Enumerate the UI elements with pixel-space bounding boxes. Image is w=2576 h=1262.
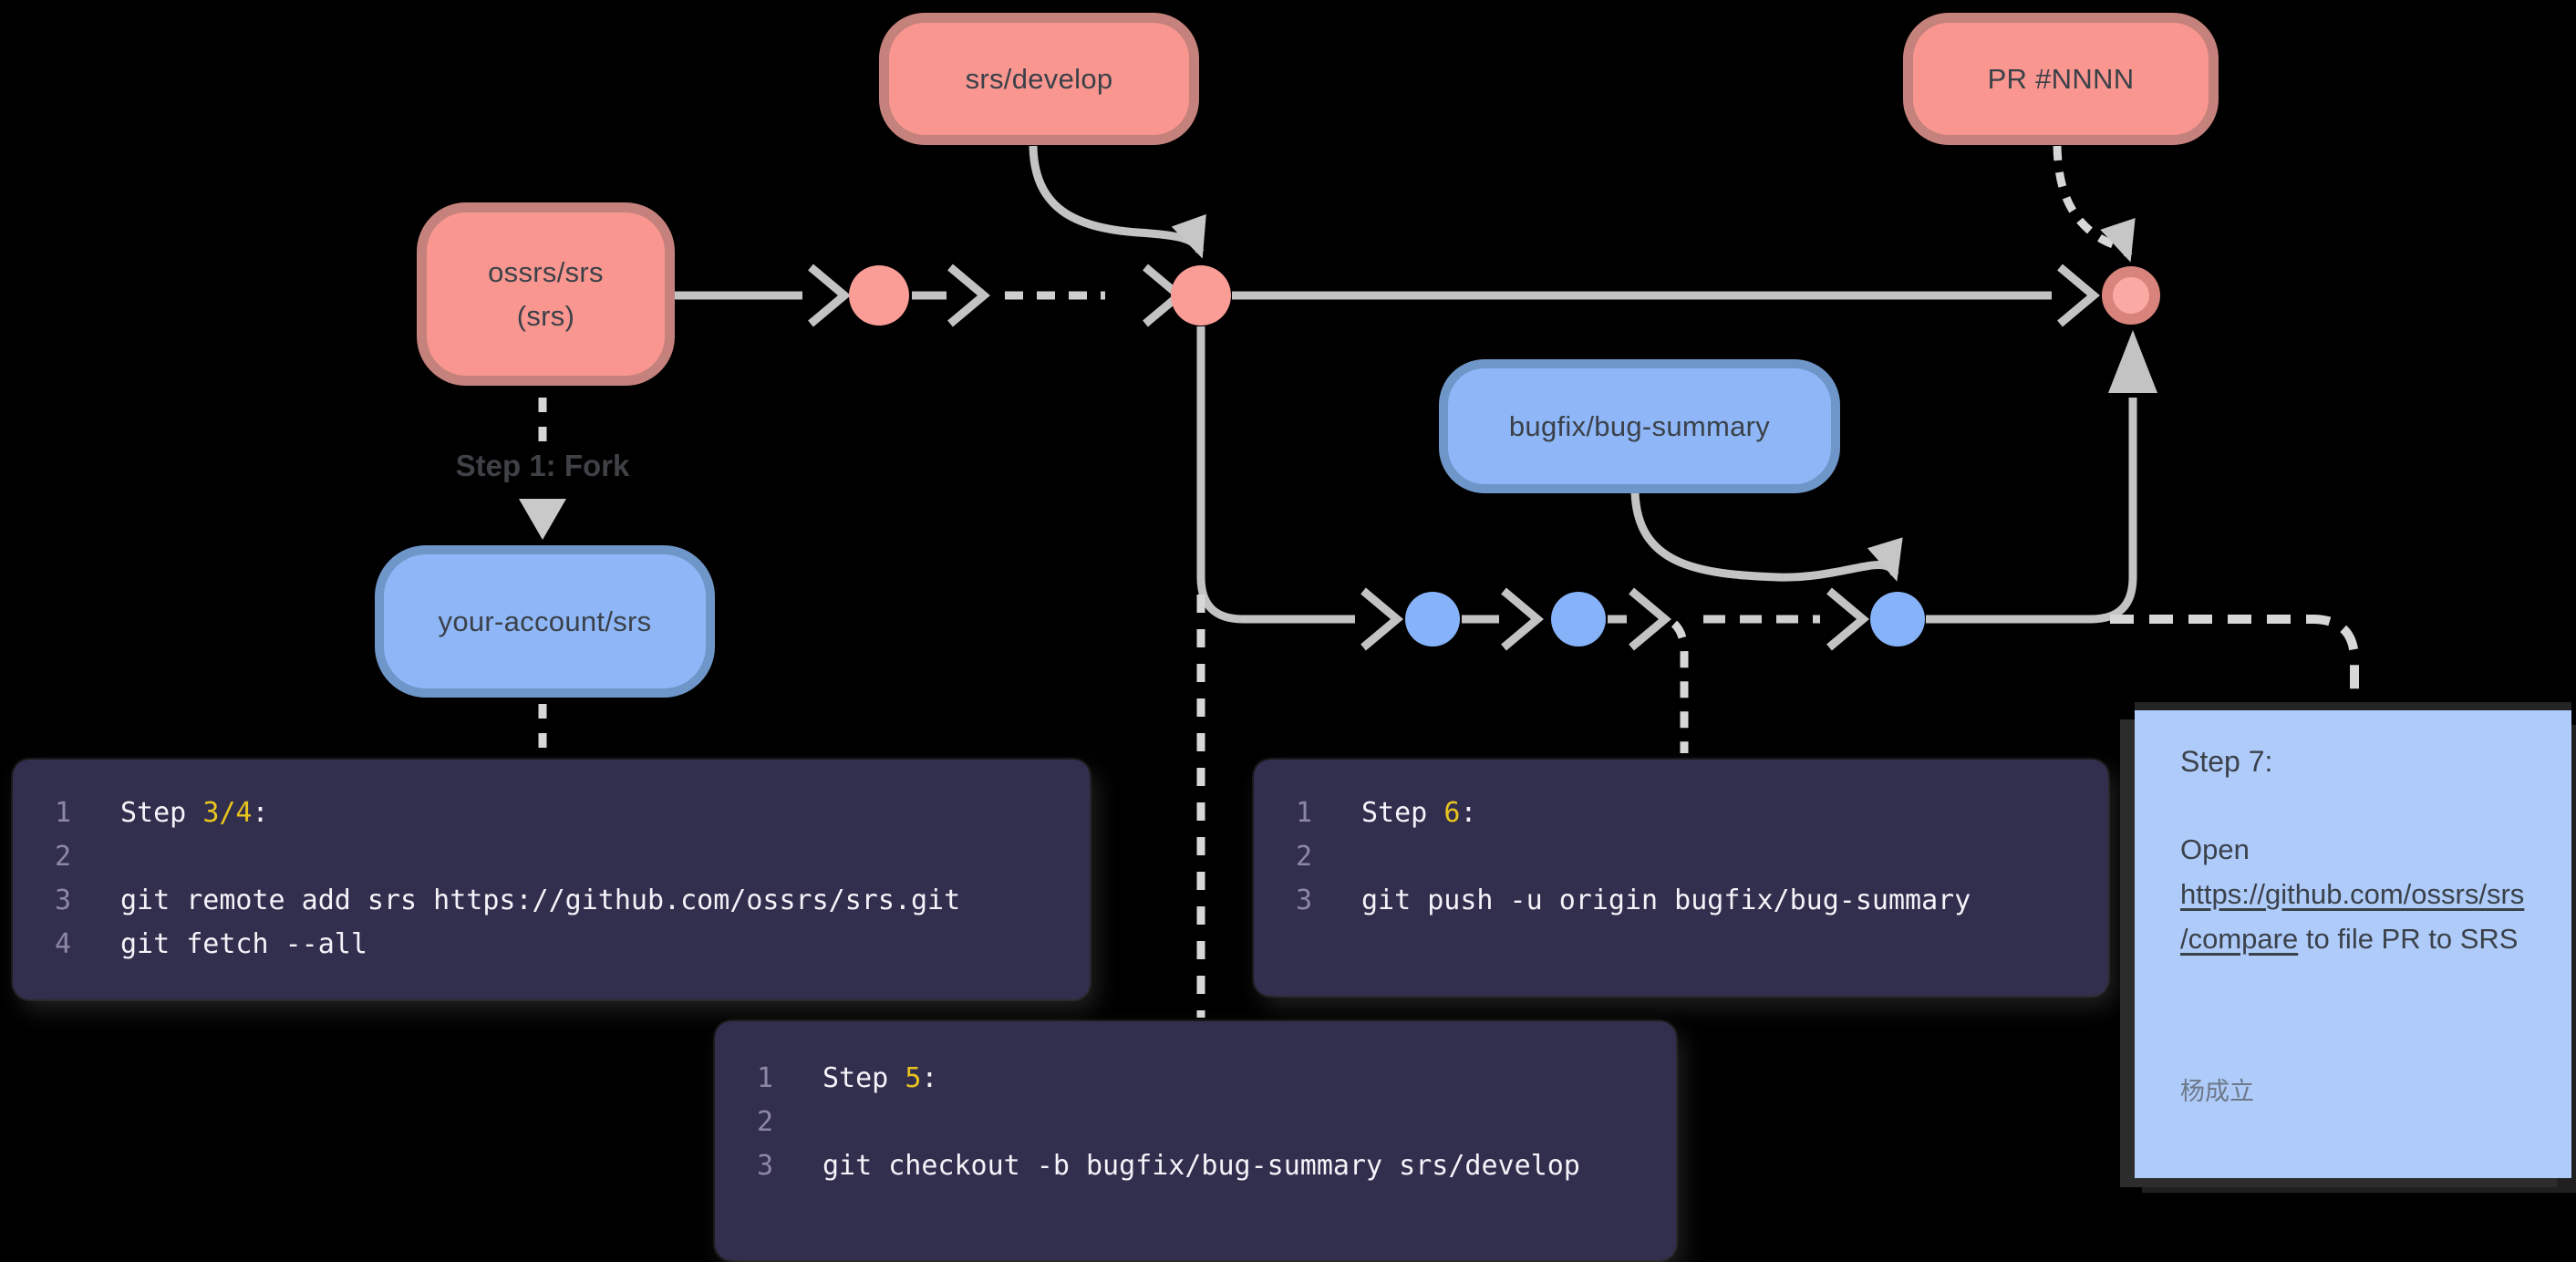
code-line: 3 git remote add srs https://github.com/…	[13, 878, 1090, 922]
code-line: 1 Step 6:	[1254, 791, 2108, 834]
note-body-text: to file PR to SRS	[2298, 923, 2519, 955]
commit-dot-branch-1	[1405, 592, 1460, 647]
line-number: 1	[757, 1061, 774, 1094]
code-line: 3 git push -u origin bugfix/bug-summary	[1254, 878, 2108, 922]
node-pr-label: PR #NNNN	[1987, 62, 2135, 95]
code-text: git checkout -b bugfix/bug-summary srs/d…	[822, 1149, 1580, 1182]
chevron-arrow-icon	[1501, 587, 1545, 651]
code-line: 2	[715, 1100, 1676, 1143]
branch-fork-curve	[1196, 326, 1355, 624]
code-text-accent: 5	[905, 1061, 922, 1094]
merge-up-arrowhead-icon	[2108, 330, 2157, 393]
code-line: 3 git checkout -b bugfix/bug-summary srs…	[715, 1143, 1676, 1187]
node-bugfix-label: bugfix/bug-summary	[1508, 409, 1771, 442]
line-number: 4	[55, 927, 72, 960]
line-number: 3	[757, 1149, 774, 1182]
note-card-step-7: Step 7: Open https://github.com/ossrs/sr…	[2135, 710, 2571, 1178]
note-body: Open https://github.com/ossrs/srs/compar…	[2180, 827, 2531, 961]
commit-dot-main-1	[849, 265, 909, 326]
commit-dot-branch-3	[1870, 592, 1925, 647]
code-line: 2	[1254, 834, 2108, 878]
code-text-accent: 6	[1443, 796, 1461, 829]
code-text: Step 3/4:	[120, 797, 269, 829]
node-your-account-fork: your-account/srs	[375, 545, 715, 698]
line-number: 3	[55, 884, 72, 916]
node-ossrs-label-line1: ossrs/srs	[488, 255, 604, 288]
connector-srs-develop-to-commit	[1029, 145, 1206, 259]
code-block-step-3-4: 1 Step 3/4: 2 3 git remote add srs https…	[13, 760, 1090, 999]
connector-branch-to-code6	[1671, 620, 1689, 753]
line-number: 1	[1296, 796, 1313, 829]
code-line: 2	[13, 834, 1090, 878]
node-ossrs-label-line2: (srs)	[516, 299, 575, 332]
line-number: 1	[55, 796, 72, 829]
code-text: Step 6:	[1361, 797, 1476, 829]
code-line: 1 Step 3/4:	[13, 791, 1090, 834]
line-number: 2	[55, 840, 72, 873]
line-number: 2	[1296, 840, 1313, 873]
chevron-arrow-icon	[808, 264, 852, 327]
code-text-plain: :	[1460, 796, 1477, 829]
code-line: 1 Step 5:	[715, 1056, 1676, 1100]
note-body-text: Open	[2180, 833, 2250, 865]
node-srs-develop: srs/develop	[879, 13, 1199, 145]
connector-branch-to-note-card	[2110, 615, 2359, 704]
code-block-step-6: 1 Step 6: 2 3 git push -u origin bugfix/…	[1254, 760, 2108, 996]
node-ossrs-srs: ossrs/srs (srs)	[417, 202, 675, 386]
chevron-arrow-icon	[1629, 587, 1672, 651]
code-text-plain: :	[252, 796, 269, 829]
node-srs-develop-label: srs/develop	[965, 62, 1113, 95]
connector-pr-to-merge-commit	[2053, 145, 2136, 263]
code-text: git fetch --all	[120, 927, 367, 960]
code-text: git remote add srs https://github.com/os…	[120, 884, 961, 916]
code-text-plain: :	[921, 1061, 938, 1094]
chevron-arrow-icon	[2057, 264, 2101, 327]
commit-dot-branch-2	[1551, 592, 1606, 647]
chevron-arrow-icon	[947, 264, 991, 327]
code-line: 4 git fetch --all	[13, 922, 1090, 966]
code-text-plain: Step	[120, 796, 203, 829]
note-title: Step 7:	[2180, 745, 2273, 778]
code-text: git push -u origin bugfix/bug-summary	[1361, 884, 1971, 916]
commit-dot-main-2	[1171, 265, 1231, 326]
code-text: Step 5:	[822, 1062, 937, 1094]
chevron-arrow-icon	[1826, 587, 1870, 651]
compare-url-link[interactable]: https://github.com/ossrs/srs/compare	[2180, 878, 2525, 955]
line-number: 3	[1296, 884, 1313, 916]
line-number: 2	[757, 1105, 774, 1138]
code-text-plain: Step	[1361, 796, 1444, 829]
chevron-arrow-icon	[1360, 587, 1404, 651]
note-author: 杨成立	[2180, 1078, 2254, 1105]
code-text-accent: 3/4	[202, 796, 253, 829]
node-your-account-label: your-account/srs	[438, 605, 652, 637]
code-block-step-5: 1 Step 5: 2 3 git checkout -b bugfix/bug…	[715, 1021, 1676, 1260]
commit-dot-merge	[2102, 266, 2160, 325]
node-bugfix-branch: bugfix/bug-summary	[1439, 359, 1840, 493]
connector-bugfix-to-commit	[1630, 491, 1903, 582]
fork-down-arrowhead-icon	[519, 499, 566, 540]
code-text-plain: Step	[822, 1061, 905, 1094]
step1-fork-label: Step 1: Fork	[455, 449, 630, 482]
node-pull-request: PR #NNNN	[1903, 13, 2219, 145]
branch-merge-curve	[1926, 398, 2137, 624]
